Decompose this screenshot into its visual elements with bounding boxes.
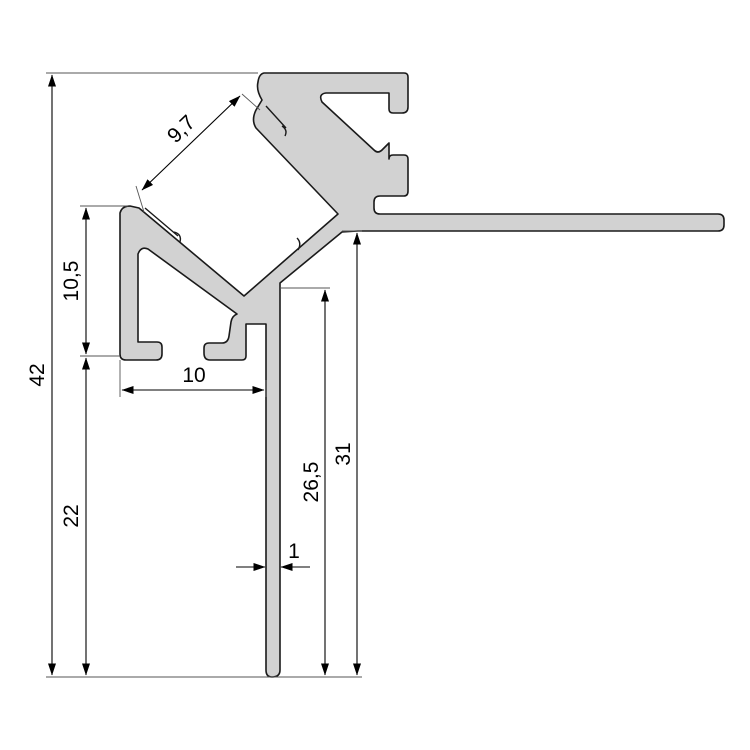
dim-label-flange-height: 31 <box>332 442 355 465</box>
dim-label-bottom-width: 10 <box>182 364 205 387</box>
dimension-lines <box>48 74 361 676</box>
dim-label-lower-height: 22 <box>60 504 83 527</box>
extension-lines <box>46 72 362 678</box>
dim-label-upper-height: 10,5 <box>60 261 83 302</box>
dim-label-fin-height: 26,5 <box>300 462 323 503</box>
profile-snap-notch-right <box>296 237 301 251</box>
aluminium-profile <box>119 72 725 678</box>
dim-label-diffuser-width: 9,7 <box>163 111 200 148</box>
dim-line-diffuser-width <box>141 95 241 191</box>
profile-snap-notch-lower <box>144 207 182 243</box>
profile-snap-notch-upper <box>265 105 287 137</box>
dim-label-wall-thickness: 1 <box>288 540 300 563</box>
profile-main-body <box>119 72 725 678</box>
dim-label-overall-height: 42 <box>26 363 49 386</box>
